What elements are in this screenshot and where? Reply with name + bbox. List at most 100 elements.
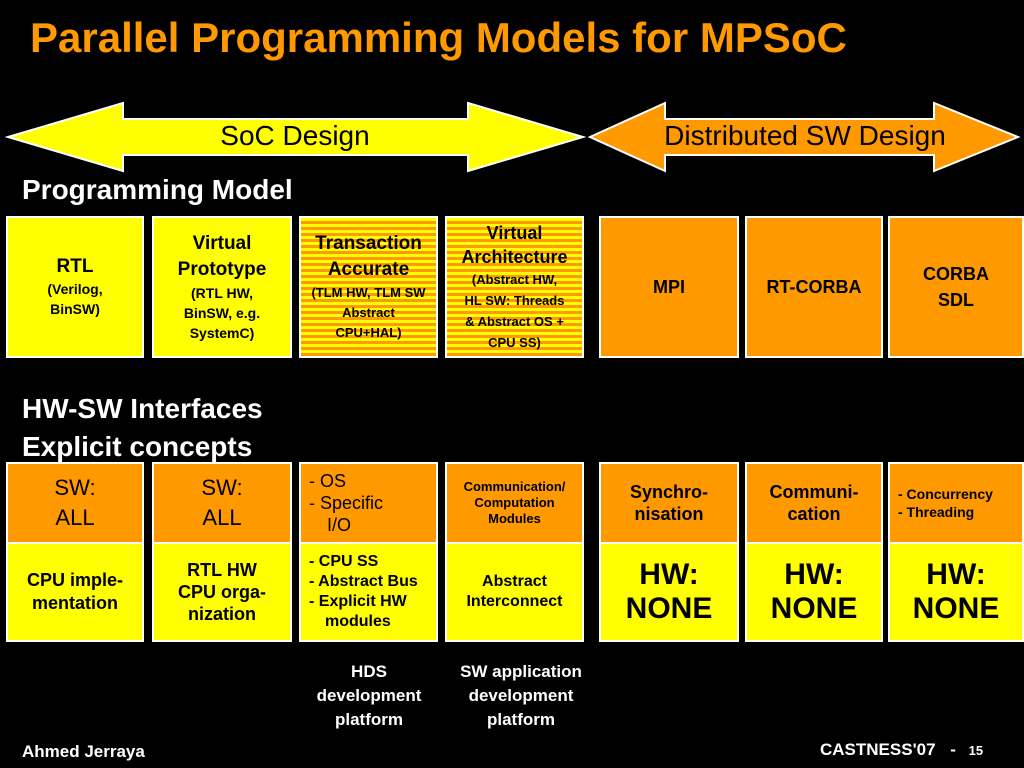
footer-separator: - [950, 740, 956, 759]
model-rt-corba: RT-CORBA [745, 216, 883, 358]
hw-cell-6: HW: NONE [745, 542, 883, 642]
model-rtl-l3: BinSW) [50, 301, 100, 317]
model-mpi-label: MPI [652, 276, 685, 297]
soc-design-arrow [4, 101, 587, 173]
model-vp-l3: (RTL HW, [191, 285, 253, 301]
sw-cell-3-l1: - OS [309, 471, 347, 491]
model-corba-l1: CORBA [923, 264, 989, 284]
hw-cell-5-l2: NONE [625, 592, 713, 625]
model-va-l5: & Abstract OS + [465, 314, 564, 329]
sw-cell-6-l2: cation [787, 504, 841, 524]
model-mpi: MPI [599, 216, 739, 358]
sw-cell-1-l1: SW: [54, 475, 96, 500]
hw-cell-3: - CPU SS - Abstract Bus - Explicit HW mo… [299, 542, 438, 642]
hw-cell-2-l2: CPU orga- [177, 582, 266, 602]
sw-cell-4-l2: Computation [474, 495, 555, 510]
footer-event-name: CASTNESS'07 [820, 740, 936, 759]
model-ta-l2: Accurate [327, 259, 410, 280]
hds-l1: HDS [351, 662, 387, 681]
distributed-sw-arrow [587, 101, 1021, 173]
sw-cell-5: Synchro- nisation [599, 462, 739, 544]
hw-cell-6-l1: HW: [784, 558, 844, 591]
model-rtl-l2: (Verilog, [47, 281, 103, 297]
hw-cell-7-l1: HW: [926, 558, 986, 591]
hw-cell-2: RTL HW CPU orga- nization [152, 542, 292, 642]
swp-l3: platform [487, 710, 555, 729]
model-vp-l4: BinSW, e.g. [183, 305, 261, 321]
hw-cell-1-l1: CPU imple- [26, 570, 123, 590]
hds-l2: development [316, 686, 422, 705]
model-va-l3: (Abstract HW, [471, 272, 558, 287]
model-va-l4: HL SW: Threads [464, 293, 565, 308]
sw-platform-label: SW application development platform [441, 660, 601, 732]
hw-cell-3-l2: - Abstract Bus [309, 573, 418, 590]
hw-cell-1-l2: mentation [31, 593, 118, 613]
swp-l1: SW application [460, 662, 582, 681]
hw-cell-2-l3: nization [188, 604, 256, 624]
model-virtual-prototype: Virtual Prototype (RTL HW, BinSW, e.g. S… [152, 216, 292, 358]
model-va-l1: Virtual [486, 223, 543, 243]
sw-cell-1-l2: ALL [55, 505, 95, 530]
model-va-l6: CPU SS) [488, 335, 541, 350]
hw-cell-4-l1: Abstract [482, 573, 547, 590]
sw-cell-7-l1: - Concurrency [898, 486, 993, 502]
model-vp-l2: Prototype [177, 259, 267, 280]
hw-cell-6-l2: NONE [770, 592, 858, 625]
model-va-l2: Architecture [461, 247, 568, 267]
model-corba-sdl: CORBA SDL [888, 216, 1024, 358]
model-ta-l1: Transaction [315, 233, 422, 254]
hw-cell-3-l1: - CPU SS [309, 553, 379, 570]
footer-event: CASTNESS'07 - 15 [820, 740, 983, 760]
sw-cell-2-l1: SW: [201, 475, 243, 500]
sw-cell-3-l3: I/O [327, 515, 352, 535]
hw-cell-5: HW: NONE [599, 542, 739, 642]
section-hwsw: HW-SW Interfaces Explicit concepts [22, 390, 263, 466]
hw-cell-7: HW: NONE [888, 542, 1024, 642]
model-ta-l3: (TLM HW, TLM SW [311, 285, 426, 300]
sw-cell-5-l1: Synchro- [629, 482, 708, 502]
distributed-sw-label: Distributed SW Design [664, 120, 946, 151]
sw-cell-2: SW: ALL [152, 462, 292, 544]
swp-l2: development [468, 686, 574, 705]
hw-cell-5-l1: HW: [639, 558, 699, 591]
model-vp-l1: Virtual [192, 233, 252, 254]
slide-title: Parallel Programming Models for MPSoC [30, 14, 847, 61]
sw-cell-5-l2: nisation [634, 504, 704, 524]
footer-author: Ahmed Jerraya [22, 742, 145, 761]
section-hwsw-l2: Explicit concepts [22, 431, 253, 462]
hw-cell-3-l4: modules [325, 613, 391, 630]
model-ta-l5: CPU+HAL) [335, 325, 402, 340]
model-rtcorba-label: RT-CORBA [766, 276, 862, 297]
model-virtual-architecture: Virtual Architecture (Abstract HW, HL SW… [445, 216, 584, 358]
sw-cell-3: - OS - Specific I/O [299, 462, 438, 544]
page-number: 15 [968, 743, 984, 758]
model-rtl-l1: RTL [56, 256, 94, 277]
section-programming-model: Programming Model [22, 174, 293, 205]
hw-cell-4-l2: Interconnect [466, 593, 563, 610]
hds-l3: platform [335, 710, 403, 729]
sw-cell-7-l2: - Threading [898, 504, 975, 520]
sw-cell-1: SW: ALL [6, 462, 144, 544]
sw-cell-4: Communication/ Computation Modules [445, 462, 584, 544]
section-hwsw-l1: HW-SW Interfaces [22, 393, 263, 424]
sw-cell-2-l2: ALL [202, 505, 242, 530]
hw-cell-4: Abstract Interconnect [445, 542, 584, 642]
sw-cell-7: - Concurrency - Threading [888, 462, 1024, 544]
sw-cell-4-l1: Communication/ [463, 479, 566, 494]
arrows-graphic [4, 101, 1021, 173]
sw-cell-3-l2: - Specific [309, 493, 384, 513]
model-vp-l5: SystemC) [189, 325, 255, 341]
model-transaction-accurate: Transaction Accurate (TLM HW, TLM SW Abs… [299, 216, 438, 358]
hw-cell-1: CPU imple- mentation [6, 542, 144, 642]
model-rtl: RTL (Verilog, BinSW) [6, 216, 144, 358]
hw-cell-3-l3: - Explicit HW [309, 593, 407, 610]
hw-cell-2-l1: RTL HW [187, 560, 257, 580]
model-ta-l4: Abstract [342, 305, 395, 320]
model-corba-l2: SDL [938, 290, 974, 310]
sw-cell-6-l1: Communi- [769, 482, 859, 502]
soc-design-label: SoC Design [220, 120, 370, 151]
hw-cell-7-l2: NONE [912, 592, 1000, 625]
sw-cell-6: Communi- cation [745, 462, 883, 544]
sw-cell-4-l3: Modules [488, 511, 541, 526]
hds-platform-label: HDS development platform [299, 660, 439, 732]
